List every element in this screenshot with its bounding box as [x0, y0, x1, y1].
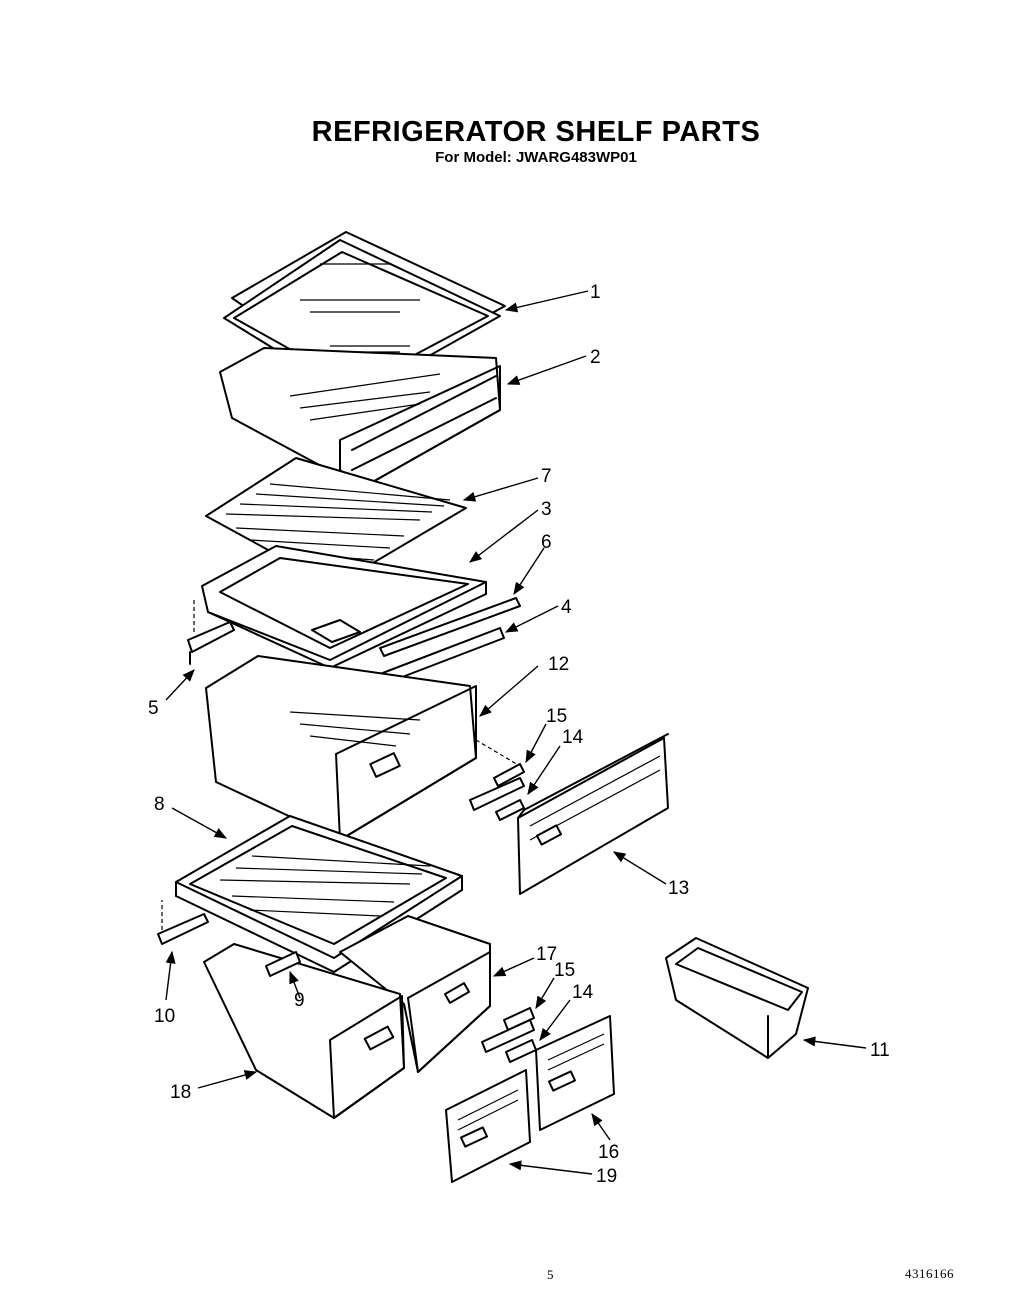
- part-15-lower-bracket: [503, 1007, 535, 1031]
- callout-17: 17: [536, 944, 557, 965]
- callout-15-upper: 15: [546, 706, 567, 727]
- part-18-left-bin: [203, 943, 405, 1119]
- callout-14-upper: 14: [562, 727, 584, 748]
- part-6-rail: [379, 597, 521, 657]
- part-14-upper-bracket: [469, 777, 525, 821]
- part-3-crisper-cover-frame: [201, 545, 487, 669]
- callout-11: 11: [870, 1040, 890, 1061]
- part-15-upper-bracket: [493, 763, 525, 787]
- page-title: REFRIGERATOR SHELF PARTS: [311, 116, 761, 148]
- part-16-lower-front-panel: [535, 1015, 615, 1131]
- callout-8: 8: [154, 794, 165, 815]
- callout-5: 5: [148, 698, 159, 719]
- part-2-meat-keeper-drawer: [219, 347, 501, 489]
- part-5-left-rail: [187, 600, 235, 665]
- callout-13: 13: [668, 878, 689, 899]
- callout-4: 4: [561, 597, 572, 618]
- part-10-left-rail: [157, 900, 209, 945]
- part-11-door-bin: [665, 937, 809, 1059]
- callout-7: 7: [541, 466, 552, 487]
- part-19-lower-front-panel: [445, 1069, 531, 1183]
- callout-18: 18: [170, 1082, 191, 1103]
- leader-lines: [165, 290, 867, 1175]
- callout-12: 12: [548, 654, 569, 675]
- callout-15-lower: 15: [554, 960, 575, 981]
- callout-1: 1: [590, 282, 601, 303]
- callout-14-lower: 14: [572, 982, 594, 1003]
- part-9-bracket: [265, 951, 301, 977]
- model-subtitle: For Model: JWARG483WP01: [435, 149, 637, 166]
- callout-labels: 1 2 7 3 6 4 12 5 15 14 8 13 17 15 14 9 1…: [148, 282, 890, 1187]
- part-12-crisper-drawer: [205, 655, 521, 841]
- part-13-upper-front-panel: [517, 733, 669, 895]
- callout-9: 9: [294, 990, 305, 1011]
- part-17-right-bin: [339, 915, 491, 1073]
- callout-3: 3: [541, 499, 552, 520]
- page-number: 5: [547, 1267, 554, 1282]
- callout-19: 19: [596, 1166, 617, 1187]
- callout-16: 16: [598, 1142, 619, 1163]
- callout-6: 6: [541, 532, 552, 553]
- callout-2: 2: [590, 347, 601, 368]
- document-number: 4316166: [905, 1266, 954, 1281]
- callout-10: 10: [154, 1006, 175, 1027]
